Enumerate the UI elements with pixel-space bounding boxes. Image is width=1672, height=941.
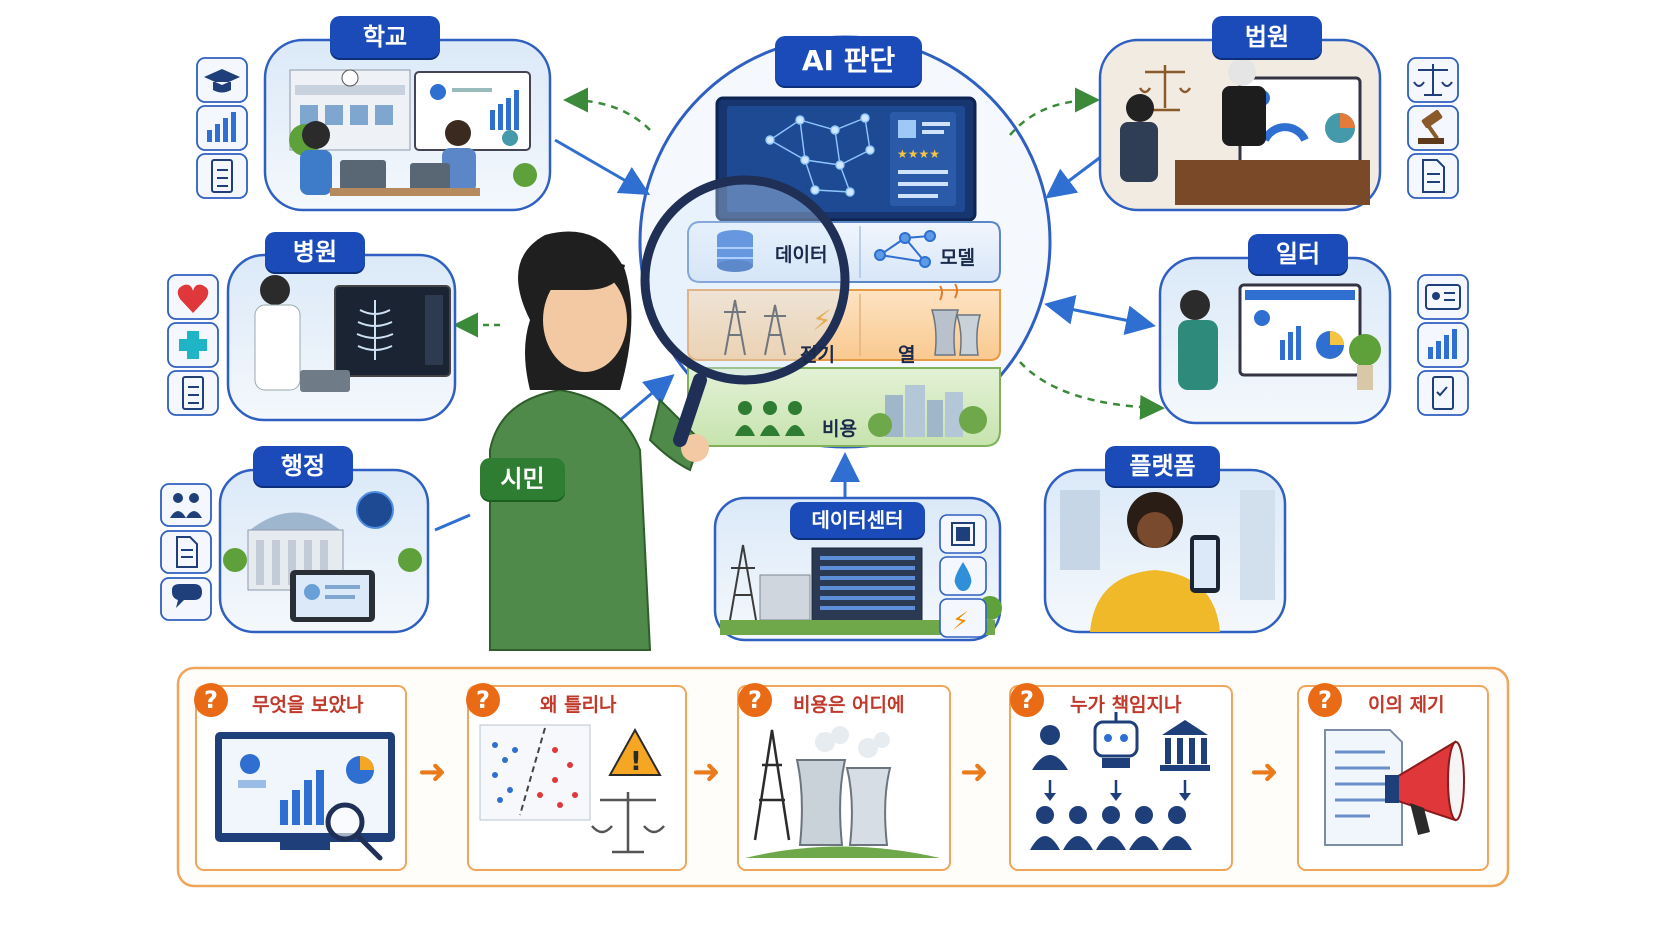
speech-bubble-icon bbox=[172, 584, 202, 608]
court-label: 법원 bbox=[1212, 16, 1322, 58]
platform-panel bbox=[1043, 468, 1287, 634]
bar-chart-icon bbox=[1428, 329, 1457, 359]
cooling-tower-icon bbox=[930, 283, 981, 356]
court-panel bbox=[1098, 38, 1382, 212]
megaphone-icon bbox=[1385, 740, 1465, 835]
robot-icon bbox=[1093, 712, 1139, 768]
step-2-label: 왜 틀리나 bbox=[540, 694, 617, 716]
datacenter-label: 데이터센터 bbox=[790, 502, 925, 538]
clipboard-icon bbox=[211, 159, 233, 193]
step-3-card bbox=[737, 685, 951, 871]
checklist-icon bbox=[1432, 376, 1454, 410]
datacenter-icons: ⚡ bbox=[939, 514, 987, 638]
document-icon bbox=[1422, 159, 1445, 193]
document-icon bbox=[1324, 729, 1403, 846]
administration-panel bbox=[218, 468, 430, 634]
question-mark-icon: ? bbox=[738, 683, 772, 717]
svg-text:★★★★: ★★★★ bbox=[897, 147, 940, 161]
step-3-label: 비용은 어디에 bbox=[793, 694, 905, 716]
people-icon bbox=[735, 401, 805, 436]
city-icon bbox=[868, 385, 987, 437]
group-icon bbox=[170, 493, 202, 518]
warning-icon: ! bbox=[608, 727, 662, 777]
scale-icon bbox=[1138, 65, 1192, 112]
workplace-icons bbox=[1417, 274, 1469, 416]
hospital-label: 병원 bbox=[265, 232, 365, 272]
xray-icon bbox=[356, 300, 394, 360]
question-mark-icon: ? bbox=[1010, 683, 1044, 717]
neural-network-icon bbox=[765, 113, 875, 197]
step-5-card bbox=[1297, 685, 1489, 871]
model-layer-label: 모델 bbox=[940, 247, 975, 269]
database-icon bbox=[717, 230, 753, 272]
group-icon bbox=[1030, 806, 1192, 850]
question-mark-icon: ? bbox=[1308, 683, 1342, 717]
step-5-label: 이의 제기 bbox=[1368, 694, 1445, 716]
search-icon bbox=[325, 802, 383, 861]
step-4-card bbox=[1009, 685, 1233, 871]
bar-chart-icon bbox=[207, 112, 236, 142]
citizen-figure bbox=[489, 231, 709, 651]
question-mark-icon: ? bbox=[466, 683, 500, 717]
hospital-panel bbox=[226, 253, 457, 422]
flow-arrow-icon: ➜ bbox=[692, 752, 721, 792]
justice-scale-icon bbox=[1413, 64, 1453, 96]
workplace-label: 일터 bbox=[1248, 234, 1348, 274]
id-card-icon bbox=[1425, 284, 1461, 310]
svg-text:!: ! bbox=[630, 747, 642, 777]
citizen-badge: 시민 bbox=[480, 458, 565, 500]
step-4-label: 누가 책임지나 bbox=[1070, 694, 1182, 716]
administration-label: 행정 bbox=[253, 446, 353, 486]
person-icon bbox=[1032, 725, 1068, 770]
platform-label: 플랫폼 bbox=[1105, 446, 1220, 486]
justice-scale-icon bbox=[591, 792, 665, 854]
government-building-icon bbox=[1160, 720, 1210, 771]
step-1-label: 무엇을 보았나 bbox=[252, 694, 364, 716]
step-1-card bbox=[195, 685, 407, 871]
heat-layer-label: 열 bbox=[898, 344, 916, 366]
medical-cross-icon bbox=[179, 331, 207, 359]
magnifier-icon bbox=[640, 175, 850, 447]
model-graph-icon bbox=[874, 230, 936, 268]
ai-judgement-title: AI 판단 bbox=[775, 36, 922, 86]
heart-icon bbox=[177, 284, 209, 313]
connectors bbox=[434, 87, 1165, 532]
lightning-icon: ⚡ bbox=[952, 607, 969, 635]
lightning-icon: ⚡ bbox=[812, 304, 832, 337]
flow-arrow-icon: ➜ bbox=[960, 752, 989, 792]
data-layer-label: 데이터 bbox=[775, 244, 828, 266]
workplace-panel bbox=[1158, 256, 1392, 425]
graduation-cap-icon bbox=[204, 69, 240, 93]
energy-layer: ⚡ bbox=[687, 283, 1001, 361]
clipboard-icon bbox=[182, 376, 204, 410]
flow-arrow-icon: ➜ bbox=[418, 752, 447, 792]
step-2-card: ! bbox=[467, 685, 687, 871]
students-illustration bbox=[300, 120, 480, 196]
cost-layer-label: 비용 bbox=[822, 418, 857, 440]
hospital-icons bbox=[167, 274, 219, 416]
gavel-icon bbox=[1418, 109, 1444, 144]
question-mark-icon: ? bbox=[194, 683, 228, 717]
school-icons bbox=[196, 57, 248, 199]
electricity-layer-label: 전기 bbox=[800, 344, 835, 366]
administration-icons bbox=[160, 483, 212, 621]
court-icons bbox=[1407, 57, 1459, 199]
flow-arrow-icon: ➜ bbox=[1250, 752, 1279, 792]
school-panel bbox=[263, 38, 552, 212]
chip-icon bbox=[951, 522, 975, 546]
power-tower-icon bbox=[724, 299, 786, 356]
water-drop-icon bbox=[954, 562, 972, 591]
document-icon bbox=[176, 536, 198, 568]
datacenter-panel bbox=[713, 496, 1002, 642]
cost-layer bbox=[687, 367, 1001, 447]
school-label: 학교 bbox=[330, 16, 440, 58]
